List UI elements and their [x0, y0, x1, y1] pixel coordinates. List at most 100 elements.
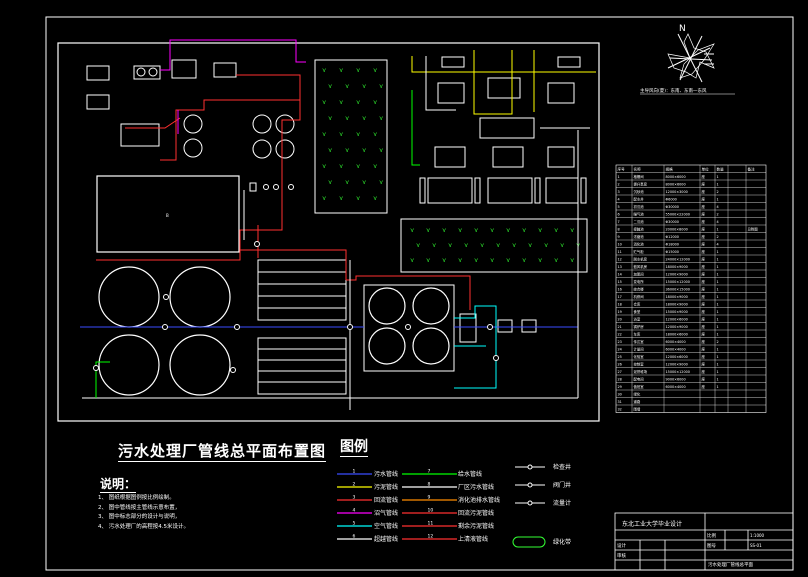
svg-text:⋎: ⋎	[322, 131, 327, 138]
table-cell: 1	[717, 385, 719, 389]
table-cell: 18000×9000	[666, 303, 688, 307]
drawing-title: 污水处理厂管线总平面布置图	[118, 442, 327, 462]
scale-value: 1:1000	[750, 533, 765, 538]
table-cell: 1	[717, 198, 719, 202]
table-header: 单位	[702, 167, 710, 172]
legend-label: 阀门井	[553, 481, 571, 489]
table-cell: 浓缩池	[634, 234, 645, 239]
design-label: 设计	[617, 542, 626, 549]
table-cell: 加氯间	[634, 272, 645, 277]
drawing-name: 污水处理厂管线总平面	[708, 561, 753, 568]
table-cell: 1	[717, 363, 719, 367]
svg-text:⋎: ⋎	[328, 147, 333, 154]
svg-text:⋎: ⋎	[442, 257, 447, 264]
table-cell: 沉砂池	[634, 189, 645, 194]
svg-text:⋎: ⋎	[458, 257, 463, 264]
note-item: 4、 污水处理厂的高程按4.5米设计。	[98, 523, 189, 530]
table-cell: 26	[618, 363, 622, 367]
table-cell: 27	[618, 370, 622, 374]
table-cell: 座	[702, 272, 706, 277]
table-cell: 16	[618, 288, 622, 292]
table-cell: 座	[702, 197, 706, 202]
table-cell: 1	[717, 228, 719, 232]
table-cell: 食堂	[634, 309, 641, 314]
svg-text:⋎: ⋎	[379, 83, 384, 90]
table-cell: 6000×4000	[666, 340, 686, 344]
table-cell: 座	[702, 332, 706, 337]
svg-text:⋎: ⋎	[362, 147, 367, 154]
table-cell: 配水井	[634, 197, 645, 202]
table-cell: 座	[702, 234, 706, 239]
table-cell: 机修间	[634, 294, 645, 299]
table-cell: 24	[618, 348, 622, 352]
table-cell: 28	[618, 378, 622, 382]
north-arrow: N	[667, 24, 715, 83]
table-cell: 4	[717, 243, 719, 247]
svg-text:⋎: ⋎	[496, 242, 501, 249]
table-cell: 9	[618, 235, 620, 239]
svg-text:⋎: ⋎	[490, 257, 495, 264]
table-cell: 1	[717, 310, 719, 314]
table-cell: 值班室	[634, 384, 645, 389]
table-cell: 32	[618, 408, 622, 412]
notes-list: 1、 图纸根据图例按比例绘制。 2、 图中管线按主管线示意布置， 3、 图中标志…	[98, 494, 189, 532]
legend-label: 检查井	[553, 463, 571, 471]
blower-room	[120, 123, 160, 147]
svg-text:⋎: ⋎	[448, 242, 453, 249]
svg-text:⋎: ⋎	[373, 99, 378, 106]
table-cell: 2	[717, 213, 719, 217]
table-cell: 12000×3000	[666, 190, 688, 194]
table-cell: 座	[702, 182, 706, 187]
legend-number: 12	[428, 534, 434, 540]
table-cell: 2	[618, 183, 620, 187]
table-cell: 变电所	[634, 279, 645, 284]
svg-text:⋎: ⋎	[339, 195, 344, 202]
table-cell: 综合楼	[634, 287, 645, 292]
table-cell: 座	[702, 384, 706, 389]
table-cell: Φ6000	[666, 198, 677, 202]
table-cell: 贮气柜	[634, 249, 645, 254]
table-cell: 座	[702, 227, 706, 232]
table-header: 备注	[748, 167, 756, 172]
pipelines	[80, 39, 596, 410]
legend-number: 11	[428, 521, 434, 527]
wind-caption: 主导风向(夏)：东南、东南一东风	[640, 87, 707, 94]
table-cell: 接触池	[634, 227, 645, 232]
table-cell: 6000×4000	[666, 385, 686, 389]
svg-text:⋎: ⋎	[538, 257, 543, 264]
svg-text:⋎: ⋎	[480, 242, 485, 249]
table-cell: 1	[618, 175, 620, 179]
svg-text:⋎: ⋎	[506, 227, 511, 234]
table-cell: 1	[717, 175, 719, 179]
check-label: 审核	[617, 552, 626, 559]
legend-label: 消化池排水管线	[458, 496, 500, 504]
table-cell: 道路	[634, 399, 641, 404]
svg-text:⋎: ⋎	[416, 242, 421, 249]
svg-text:⋎: ⋎	[379, 179, 384, 186]
building-small-1	[86, 65, 110, 81]
legend-label: 绿化带	[553, 538, 571, 546]
legend-label: 沼气管线	[374, 509, 398, 517]
table-cell: 12000×6000	[666, 355, 688, 359]
svg-text:⋎: ⋎	[356, 131, 361, 138]
table-cell: 7	[618, 220, 620, 224]
legend-symbol	[515, 500, 545, 506]
svg-text:⋎: ⋎	[379, 115, 384, 122]
svg-text:⋎: ⋎	[345, 147, 350, 154]
table-header: 名称	[634, 167, 642, 172]
legend-label: 回流管线	[374, 496, 398, 504]
table-cell: 21	[618, 325, 622, 329]
table-cell: 14	[618, 273, 622, 277]
legend-number: 2	[353, 482, 356, 488]
table-cell: 12000×9000	[666, 363, 688, 367]
table-cell: 20000×8000	[666, 228, 688, 232]
notes-title: 说明：	[100, 477, 137, 493]
table-cell: 2	[717, 190, 719, 194]
svg-text:⋎: ⋎	[512, 242, 517, 249]
legend-number: 4	[353, 508, 356, 514]
table-cell: 座	[702, 377, 706, 382]
table-cell: 1	[717, 348, 719, 352]
table-cell: 30	[618, 393, 622, 397]
